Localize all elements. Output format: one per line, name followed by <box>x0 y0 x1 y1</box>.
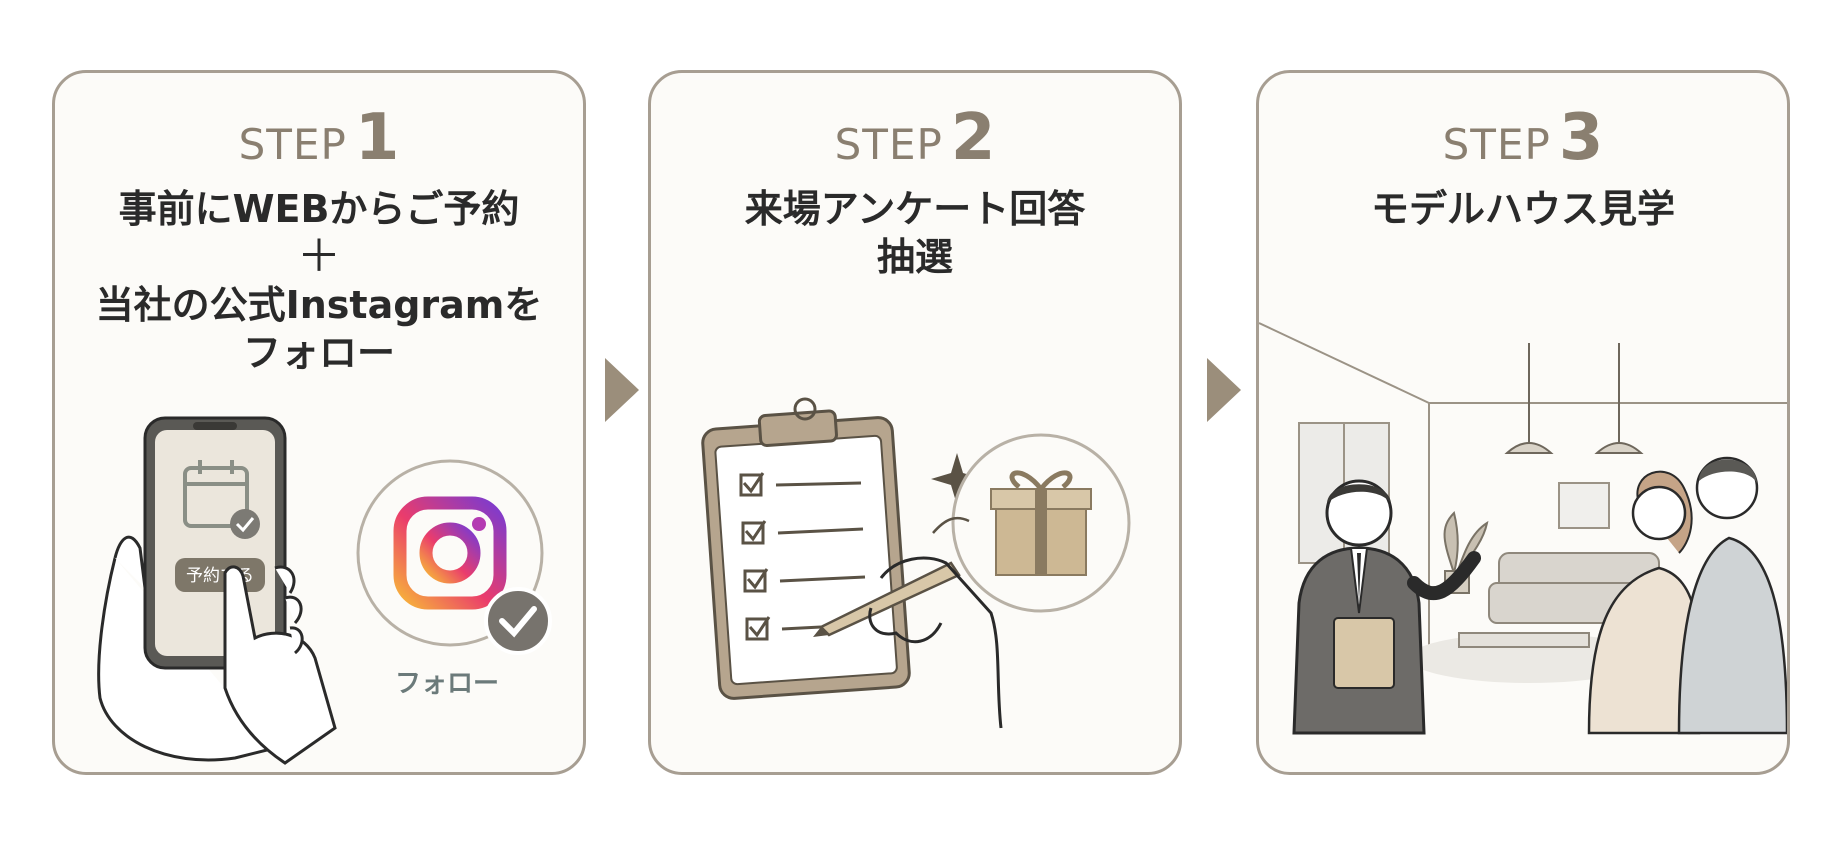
step-label: STEP <box>834 120 943 169</box>
step-number: 1 <box>354 101 400 175</box>
title-line: 事前にWEBからご予約 <box>118 187 520 231</box>
step-title: 来場アンケート回答 抽選 <box>651 185 1179 281</box>
title-line: 抽選 <box>876 235 953 279</box>
calendar-icon <box>183 460 260 539</box>
visitor-man-figure <box>1677 456 1787 735</box>
title-line: フォロー <box>242 331 395 375</box>
step-title: 事前にWEBからご予約 ＋ 当社の公式Instagramを フォロー <box>55 185 583 377</box>
gift-icon <box>990 470 1092 576</box>
hand-icon <box>868 556 1003 729</box>
step-number: 3 <box>1558 101 1604 175</box>
pen-icon <box>813 561 961 637</box>
pendant-lamp-icon <box>1504 343 1644 454</box>
sparkle-icon <box>931 453 983 505</box>
salesperson-figure <box>1292 479 1481 735</box>
clipboard-icon <box>701 397 911 700</box>
step-title: モデルハウス見学 <box>1259 185 1787 233</box>
step-arrow-1 <box>605 358 639 422</box>
step-label: STEP <box>238 120 347 169</box>
survey-illustration <box>701 397 1131 729</box>
visitor-woman-figure <box>1587 470 1702 735</box>
model-house-room-illustration <box>1259 322 1787 735</box>
plus-sign: ＋ <box>297 231 341 282</box>
check-icon <box>484 587 552 655</box>
phone-illustration: 予約する <box>97 416 337 765</box>
step-label: STEP <box>1442 120 1551 169</box>
title-line: 来場アンケート回答 <box>744 187 1086 231</box>
follow-label: フォロー <box>395 669 500 699</box>
title-line: 当社の公式Instagramを <box>95 283 543 327</box>
step-arrow-2 <box>1207 358 1241 422</box>
title-line: モデルハウス見学 <box>1370 187 1675 231</box>
instagram-follow-illustration <box>356 459 552 655</box>
instagram-icon <box>393 496 507 610</box>
step-number: 2 <box>950 101 996 175</box>
